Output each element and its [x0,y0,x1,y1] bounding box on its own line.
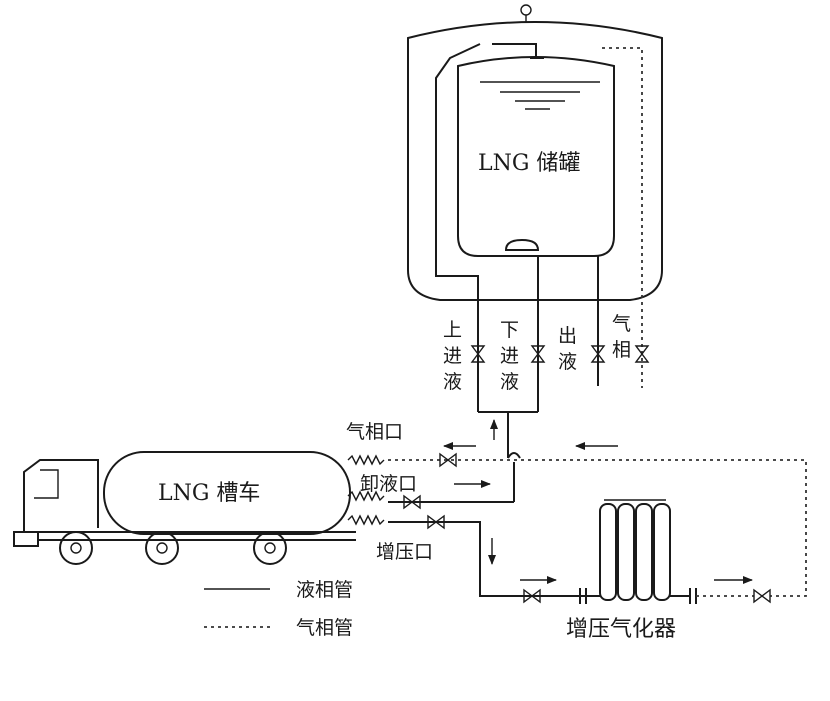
unload-port-label: 卸液口 [360,473,417,495]
port-label-bottom-fill-1: 下 [500,319,519,341]
truck-tank-body [103,451,351,535]
port-label-bottom-fill-2: 进 [500,345,519,367]
port-label-outlet-1: 出 [558,325,577,347]
tank-gas-phase-line [602,47,643,388]
valve-icon [590,345,606,363]
valve-icon [530,345,546,363]
vaporizer-label: 增压气化器 [566,617,676,642]
bottom-inlet-scoop [504,238,540,251]
internal-bottom-fill-pipe [435,43,481,300]
truck-bumper [13,531,39,547]
port-label-gas-2: 相 [612,339,631,361]
valve-icon [523,588,541,604]
vaporizer-tube [635,503,653,601]
lng-storage-tank: LNG 储罐 [407,4,663,412]
port-label-outlet-2: 液 [558,351,577,373]
valve-icon [403,494,421,510]
truck-wheel [59,531,93,565]
truck-label: LNG 槽车 [158,481,260,506]
truck-cab [23,459,99,532]
valve-icon [634,345,650,363]
vaporizer-tube [653,503,671,601]
port-label-top-fill-1: 上 [443,319,462,341]
legend-liquid-label: 液相管 [296,579,353,601]
legend: 液相管 气相管 [204,579,353,639]
valve-icon [439,452,457,468]
gas-port-label: 气相口 [346,421,403,443]
port-label-gas-1: 气 [612,313,631,335]
pressure-hose [347,514,385,526]
tank-port-valves [470,345,650,363]
port-label-top-fill-2: 进 [443,345,462,367]
tank-port-labels: 上 进 液 下 进 液 出 液 气 相 [443,313,631,393]
flow-arrows [443,419,753,584]
vaporizer-tube [617,503,635,601]
tank-lifting-lug [520,4,532,16]
tank-outer-shell [407,21,663,301]
vaporizer-tube [599,503,617,601]
flexible-hoses [347,454,385,526]
pressure-port-label: 增压口 [376,541,433,563]
gas-phase-return-line [388,459,807,597]
port-label-bottom-fill-3: 液 [500,371,519,393]
liquid-level-marks [480,81,600,110]
tank-label: LNG 储罐 [478,151,580,176]
unload-hose [347,490,385,502]
valve-icon [427,514,445,530]
tank-inner-vessel [457,56,615,257]
pressure-vaporizer: 增压气化器 [566,499,676,642]
lng-tanker-truck: LNG 槽车 [13,451,356,565]
truck-wheel [253,531,287,565]
port-label-top-fill-3: 液 [443,371,462,393]
truck-wheel [145,531,179,565]
valve-icon [470,345,486,363]
valve-icon [753,588,771,604]
gas-hose [347,454,385,466]
legend-gas-label: 气相管 [296,617,353,639]
